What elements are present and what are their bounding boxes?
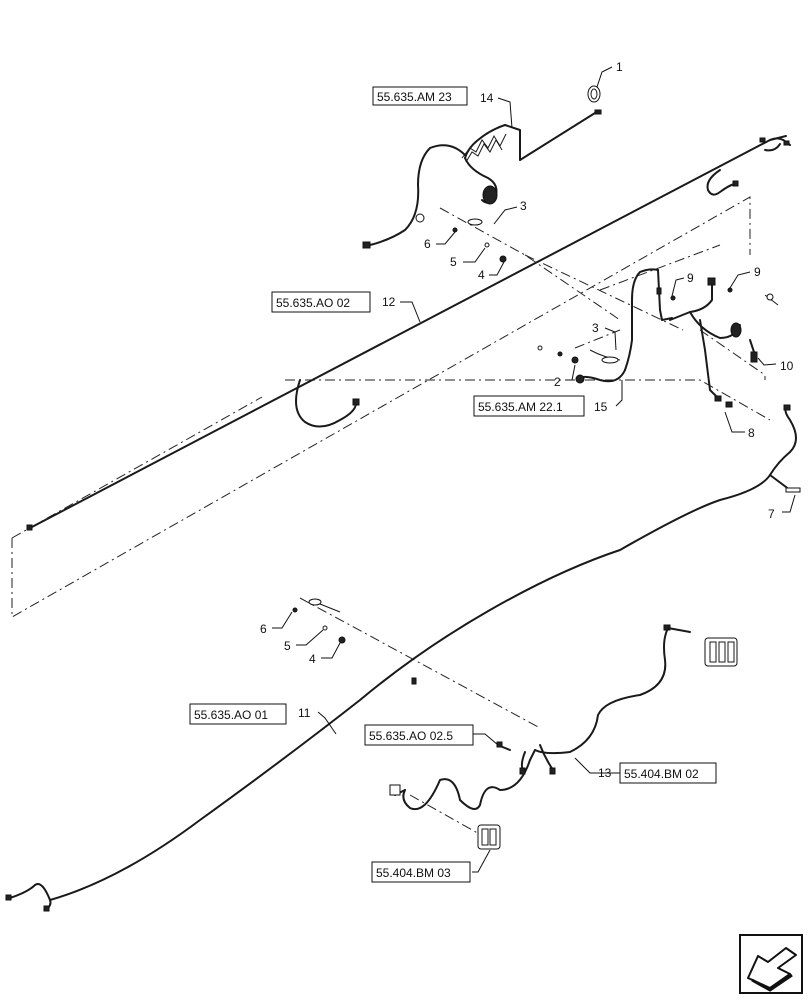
callout-9-left: 9 [687,271,694,285]
callout-6-upper: 6 [424,237,431,251]
callout-6-lower: 6 [260,622,267,636]
callout-7: 7 [768,507,775,521]
reference-lines [11,196,771,841]
ref-box-55-635-am-23[interactable]: 55.635.AM 23 [372,86,468,106]
callout-9-right: 9 [754,265,761,279]
leader-lines [272,66,796,873]
callout-2: 2 [554,375,561,389]
harness-14 [362,109,602,249]
callouts: 1 14 3 6 5 4 12 9 9 3 2 10 15 8 7 6 5 4 … [260,60,794,780]
harness-15 [537,268,673,384]
harness-12 [26,135,791,531]
switch-module-upper [704,637,738,667]
ref-box-55-635-ao-02[interactable]: 55.635.AO 02 [271,291,371,313]
switch-module-lower [477,824,501,850]
ref-box-55-635-ao-02-5[interactable]: 55.635.AO 02.5 [364,724,474,746]
callout-13: 13 [598,766,612,780]
callout-3-upper: 3 [520,199,527,213]
callout-4-lower: 4 [309,652,316,666]
callout-15: 15 [594,400,608,414]
svg-text:55.404.BM 03: 55.404.BM 03 [376,866,451,880]
callout-5-lower: 5 [284,639,291,653]
ref-box-55-635-am-22-1[interactable]: 55.635.AM 22.1 [473,395,585,417]
callout-8: 8 [748,426,755,440]
callout-4-upper: 4 [478,268,485,282]
callout-14: 14 [480,91,494,105]
part-1-grommet [587,85,601,103]
harness-right-branch [669,277,779,408]
callout-12: 12 [382,295,396,309]
callout-5-upper: 5 [450,255,457,269]
callout-1: 1 [616,60,623,74]
reference-boxes: 55.635.AM 23 55.635.AO 02 55.635.AM 22.1… [189,86,717,883]
callout-10: 10 [780,359,794,373]
fastener-set-lower [292,598,346,644]
svg-text:55.635.AO 02.5: 55.635.AO 02.5 [369,729,453,743]
svg-text:55.635.AO 01: 55.635.AO 01 [194,708,268,722]
ref-box-55-404-bm-02[interactable]: 55.404.BM 02 [619,762,717,784]
svg-text:55.635.AM 23: 55.635.AM 23 [377,90,452,104]
ref-box-55-404-bm-03[interactable]: 55.404.BM 03 [371,861,471,883]
svg-text:55.635.AM 22.1: 55.635.AM 22.1 [478,400,563,414]
svg-text:55.635.AO 02: 55.635.AO 02 [276,296,350,310]
harness-13 [389,624,691,811]
next-page-arrow-icon[interactable] [739,934,803,994]
svg-text:55.404.BM 02: 55.404.BM 02 [624,767,699,781]
callout-11: 11 [298,706,311,720]
ref-box-55-635-ao-01[interactable]: 55.635.AO 01 [189,703,287,725]
harness-11 [5,404,801,912]
callout-3-middle: 3 [592,321,599,335]
